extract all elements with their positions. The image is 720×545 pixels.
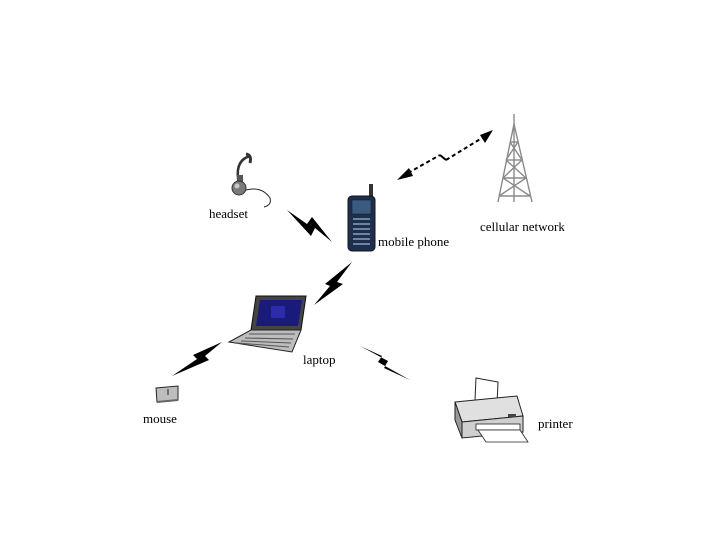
laptop-icon xyxy=(227,295,307,353)
headset-icon xyxy=(231,152,271,208)
mobile-phone-icon xyxy=(347,184,376,252)
wireless-link-icon xyxy=(314,262,352,305)
printer-icon xyxy=(454,377,529,443)
cellular-network-label: cellular network xyxy=(480,219,565,234)
wireless-link-icon xyxy=(172,342,222,376)
mouse-label: mouse xyxy=(143,411,177,426)
laptop-label: laptop xyxy=(303,352,336,367)
wireless-link-icon xyxy=(287,210,332,242)
cell-tower-icon xyxy=(497,114,533,203)
cellular-link-arrow xyxy=(397,130,493,180)
wireless-link-icon xyxy=(360,346,410,380)
mobile-phone-label: mobile phone xyxy=(378,234,450,249)
printer-label: printer xyxy=(538,416,573,431)
headset-label: headset xyxy=(209,206,248,221)
mouse-icon xyxy=(155,385,179,403)
